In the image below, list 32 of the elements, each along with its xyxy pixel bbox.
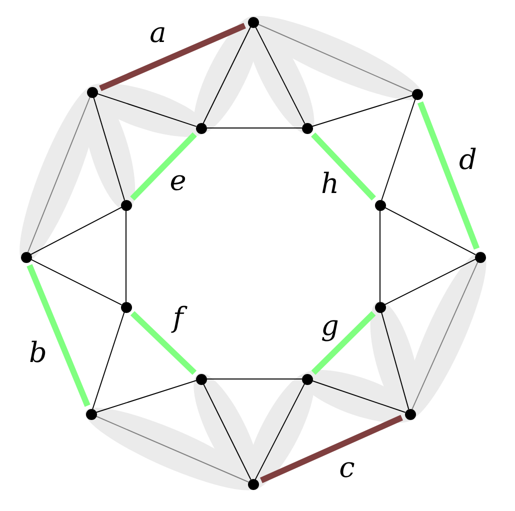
edge-line xyxy=(95,380,197,413)
edge-line xyxy=(381,98,416,201)
edge-line xyxy=(30,206,122,256)
edge-line xyxy=(96,93,197,127)
edge-line xyxy=(384,258,476,306)
thick-edge xyxy=(260,414,403,484)
vertex-dot xyxy=(374,200,386,210)
edge-line xyxy=(311,94,413,128)
edge-line xyxy=(206,378,302,380)
edge-line xyxy=(202,382,252,480)
edge-line xyxy=(27,96,91,253)
edge-line xyxy=(95,415,249,483)
thick-edge xyxy=(311,132,376,201)
edge-line xyxy=(311,380,406,413)
thick-edge xyxy=(99,22,246,92)
edge-line xyxy=(257,24,413,92)
edge-line xyxy=(412,261,478,410)
thick-edge xyxy=(311,311,376,375)
thick-edge xyxy=(130,132,197,201)
edge-line xyxy=(384,206,476,256)
edge-line xyxy=(380,311,410,410)
thick-edge xyxy=(417,101,480,250)
edge-line xyxy=(92,96,126,201)
edge-line xyxy=(254,26,306,124)
edge-line xyxy=(202,26,252,124)
edge-line xyxy=(254,382,306,480)
thick-edge xyxy=(130,311,197,375)
edge-line xyxy=(30,258,122,306)
edge-line xyxy=(92,311,125,410)
thick-edge xyxy=(26,264,90,407)
edge-label: f xyxy=(170,304,186,332)
vertex-dot xyxy=(120,302,132,312)
